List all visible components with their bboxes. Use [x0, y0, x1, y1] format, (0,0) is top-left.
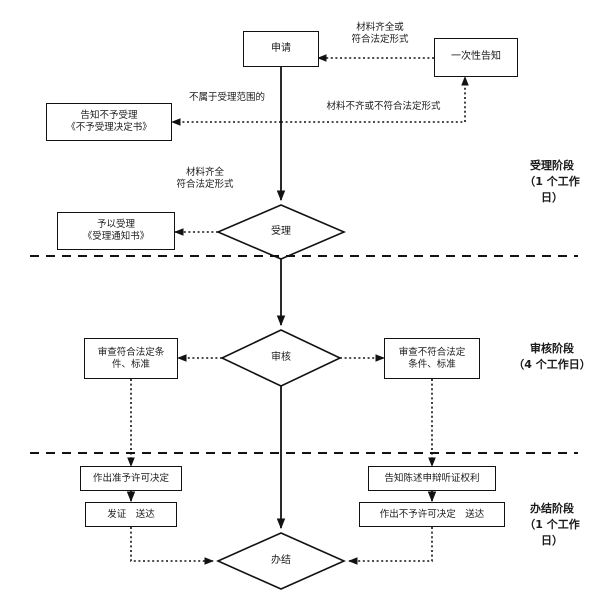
node-review-nonconform-label: 审查不符合法定 条件、标准	[398, 346, 466, 370]
node-grant-accept-label: 予以受理 《受理通知书》	[82, 219, 150, 242]
node-review-label: 审核	[271, 351, 291, 363]
node-one-time-notice[interactable]: 一次性告知	[434, 38, 518, 77]
node-notify-not-accept-label: 告知不予受理 《不予受理决定书》	[66, 110, 152, 133]
node-make-refuse-label: 作出不予许可决定 送达	[379, 508, 485, 520]
stage-label-completion: 办结阶段 （1 个工作 日）	[524, 502, 580, 547]
node-review[interactable]: 审核	[241, 346, 321, 370]
edge-issue-to-complete	[130, 527, 214, 565]
node-complete-label: 办结	[271, 554, 291, 566]
node-accept[interactable]: 受理	[241, 220, 321, 244]
node-apply[interactable]: 申请	[243, 31, 319, 67]
node-make-permit[interactable]: 作出准予许可决定	[80, 466, 182, 491]
node-review-nonconform[interactable]: 审查不符合法定 条件、标准	[384, 338, 480, 379]
node-issue-deliver[interactable]: 发证 送达	[85, 502, 177, 527]
node-grant-accept[interactable]: 予以受理 《受理通知书》	[57, 212, 175, 250]
node-accept-label: 受理	[271, 225, 291, 237]
node-notify-not-accept[interactable]: 告知不予受理 《不予受理决定书》	[46, 103, 172, 141]
stage-label-acceptance: 受理阶段 （1 个工作 日）	[524, 159, 580, 204]
node-make-refuse[interactable]: 作出不予许可决定 送达	[359, 502, 505, 527]
node-review-conform-label: 审查符合法定条 件、标准	[97, 346, 165, 370]
edge-label-not-in-scope: 不属于受理范围的	[188, 92, 265, 103]
edge-label-materials-complete-or-legal: 材料齐全或 符合法定形式	[351, 22, 409, 46]
node-notify-rights[interactable]: 告知陈述申辩听证权利	[368, 466, 496, 491]
diamond-complete	[216, 532, 346, 590]
node-notify-rights-label: 告知陈述申辩听证权利	[384, 472, 480, 484]
edge-label-materials-incomplete: 材料不齐或不符合法定形式	[326, 101, 441, 112]
node-issue-deliver-label: 发证 送达	[107, 508, 155, 520]
node-apply-label: 申请	[271, 42, 291, 54]
node-one-time-notice-label: 一次性告知	[451, 51, 501, 63]
node-complete[interactable]: 办结	[241, 549, 321, 573]
node-make-permit-label: 作出准予许可决定	[92, 472, 169, 484]
node-review-conform[interactable]: 审查符合法定条 件、标准	[84, 338, 178, 379]
stage-label-review: 审核阶段 （4 个工作日）	[513, 342, 591, 371]
edge-refuse-to-complete	[348, 527, 433, 565]
edge-label-materials-complete-legal: 材料齐全 符合法定形式	[176, 167, 234, 191]
